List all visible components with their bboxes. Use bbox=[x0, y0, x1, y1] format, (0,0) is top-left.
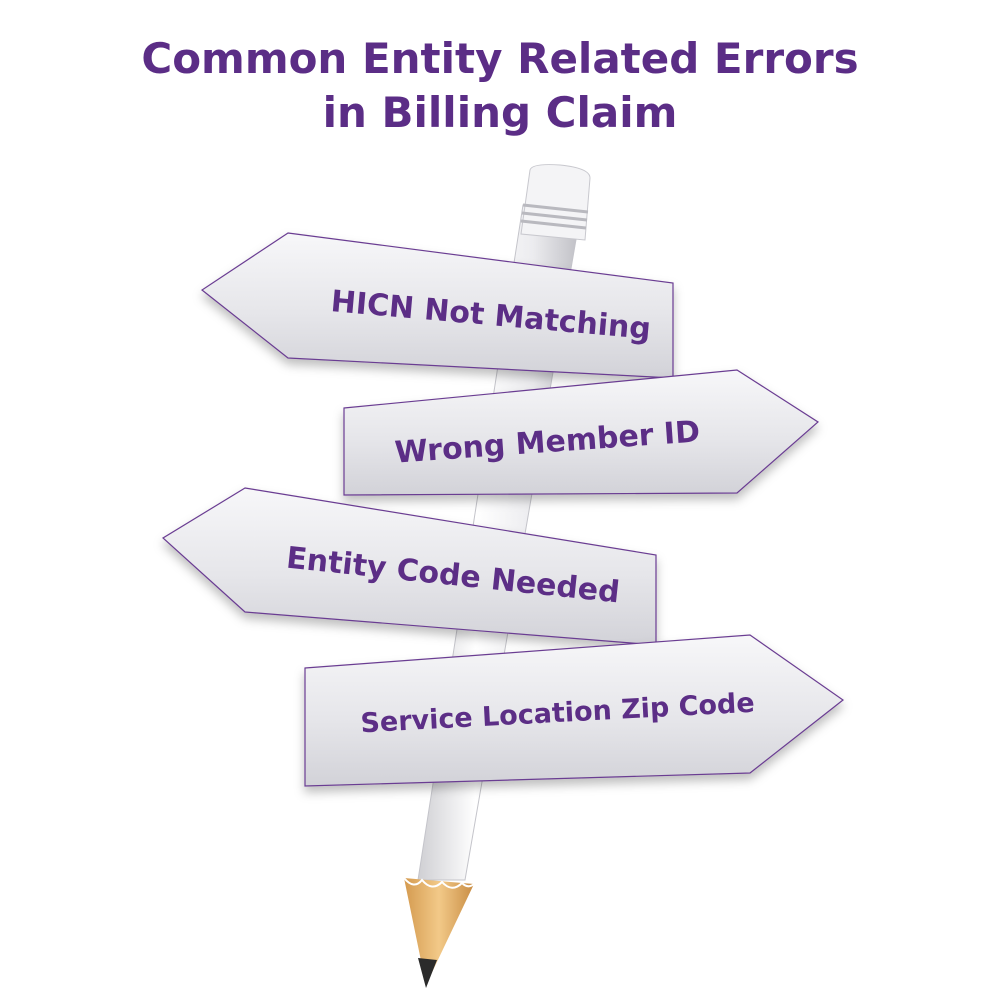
pencil-tip-icon bbox=[403, 877, 475, 988]
sign-service-location-zip-code: Service Location Zip Code bbox=[304, 634, 845, 787]
pencil-eraser-icon bbox=[520, 164, 591, 241]
title-line-2: in Billing Claim bbox=[322, 88, 678, 137]
title-line-1: Common Entity Related Errors bbox=[141, 34, 859, 83]
sign-hicn-not-matching: HICN Not Matching bbox=[200, 232, 674, 379]
page-title: Common Entity Related Errors in Billing … bbox=[0, 32, 1000, 140]
sign-entity-code-needed: Entity Code Needed bbox=[162, 487, 657, 646]
sign-wrong-member-id: Wrong Member ID bbox=[343, 369, 819, 496]
